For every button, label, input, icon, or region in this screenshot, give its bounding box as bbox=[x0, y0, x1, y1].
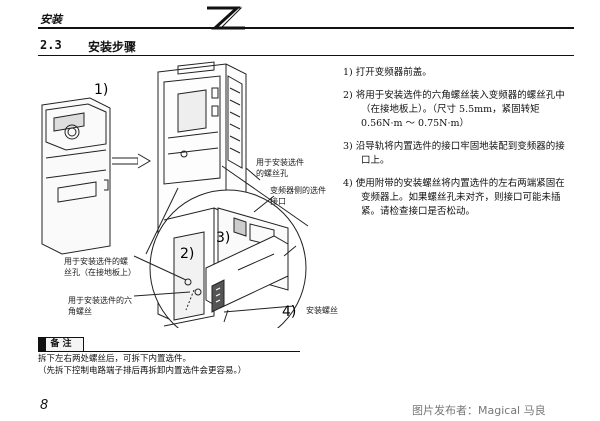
note-line-2: （先拆下控制电路端子排后再拆卸内置选件会更容易。） bbox=[38, 366, 247, 376]
figure-step-1: 1) bbox=[94, 82, 108, 98]
section-rule bbox=[38, 55, 574, 56]
section-number: 2.3 bbox=[40, 38, 62, 52]
label-inverter-connector: 变频器侧的选件接口 bbox=[270, 186, 326, 206]
step-2: 2) 将用于安装选件的六角螺丝装入变频器的螺丝孔中（在接地板上）。（尺寸 5.5… bbox=[343, 90, 565, 129]
label-mount-hole-ground: 用于安装选件的螺丝孔（在接地板上） bbox=[64, 257, 136, 277]
figure-step-4: 4) bbox=[282, 304, 296, 320]
page-number: 8 bbox=[40, 398, 49, 413]
step-4: 4) 使用附带的安装螺丝将内置选件的左右两端紧固在变频器上。如果螺丝孔未对齐，则… bbox=[343, 178, 565, 217]
steps-list: 1) 打开变频器前盖。 2) 将用于安装选件的六角螺丝装入变频器的螺丝孔中（在接… bbox=[343, 66, 573, 228]
label-mount-hole: 用于安装选件的螺丝孔 bbox=[256, 158, 304, 178]
figure-step-2: 2) bbox=[180, 246, 194, 262]
detail-zoom bbox=[149, 189, 307, 328]
header-title: 安装 bbox=[40, 13, 62, 26]
header-rule bbox=[38, 27, 574, 29]
watermark-text: 图片发布者：Magical 马良 bbox=[412, 404, 546, 417]
section-title: 安装步骤 bbox=[88, 40, 137, 54]
note-rule bbox=[38, 351, 300, 352]
label-hex-screw: 用于安装选件的六角螺丝 bbox=[68, 296, 132, 316]
step-3: 3) 沿导轨将内置选件的接口牢固地装配到变频器的接口上。 bbox=[343, 141, 565, 166]
note-marker bbox=[38, 337, 46, 352]
note-line-1: 拆下左右两处螺丝后，可拆下内置选件。 bbox=[38, 354, 192, 364]
installation-figure: 1) 2) 3) 4) bbox=[41, 61, 309, 328]
figure-step-3: 3) bbox=[216, 230, 230, 246]
note-text: 拆下左右两处螺丝后，可拆下内置选件。 （先拆下控制电路端子排后再拆卸内置选件会更… bbox=[38, 353, 318, 377]
front-cover bbox=[41, 97, 111, 255]
step-1: 1) 打开变频器前盖。 bbox=[343, 67, 432, 78]
label-mount-screw: 安装螺丝 bbox=[306, 306, 338, 315]
